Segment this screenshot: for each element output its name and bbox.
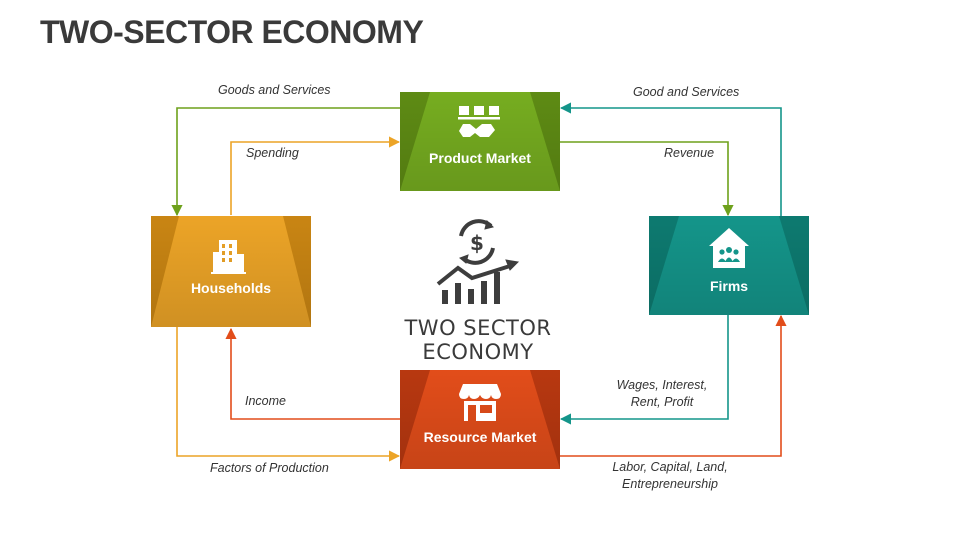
firms-box: [649, 216, 809, 315]
dollar-cycle-growth-icon: $: [436, 219, 520, 304]
flow-label-income: Income: [245, 394, 286, 408]
resource-market-node: Resource Market: [400, 370, 560, 469]
households-node: Households: [151, 216, 311, 327]
firms-label: Firms: [709, 278, 749, 294]
resource-market-box: [400, 370, 560, 469]
flow-label-labor-line1: Labor, Capital, Land,: [612, 460, 728, 474]
product-market-box: [400, 92, 560, 191]
flow-label-labor-line2: Entrepreneurship: [622, 477, 718, 491]
firms-node: Firms: [649, 216, 809, 315]
arrow-wages: [559, 315, 729, 425]
arrow-spending: [230, 136, 401, 215]
handshake-goods-icon: [458, 106, 500, 137]
arrow-revenue: [560, 141, 734, 217]
page-title: TWO-SECTOR ECONOMY: [40, 14, 424, 50]
arrow-goods-services-left: [171, 107, 400, 217]
store-icon: [459, 384, 501, 421]
flow-label-wages-line1: Wages, Interest,: [616, 378, 708, 392]
house-people-icon: [709, 228, 749, 268]
product-market-label: Product Market: [429, 150, 531, 166]
buildings-icon: [211, 240, 246, 274]
flow-label-goods-services-left: Goods and Services: [218, 83, 331, 97]
svg-text:$: $: [470, 231, 484, 255]
households-box: [151, 216, 311, 327]
resource-market-label: Resource Market: [423, 429, 537, 445]
arrow-factors-of-production: [176, 327, 401, 462]
center-title: TWO SECTOR ECONOMY: [404, 316, 552, 364]
flow-label-good-services-right: Good and Services: [633, 85, 740, 99]
arrow-income: [225, 327, 400, 420]
households-label: Households: [190, 280, 272, 296]
product-market-node: Product Market: [400, 92, 560, 191]
flow-label-revenue: Revenue: [664, 146, 715, 160]
flow-label-factors-of-production: Factors of Production: [210, 461, 329, 475]
arrow-good-services-right: [559, 102, 782, 216]
flow-label-spending: Spending: [246, 146, 299, 160]
arrow-labor: [560, 314, 787, 457]
flow-label-wages-line2: Rent, Profit: [630, 395, 694, 409]
